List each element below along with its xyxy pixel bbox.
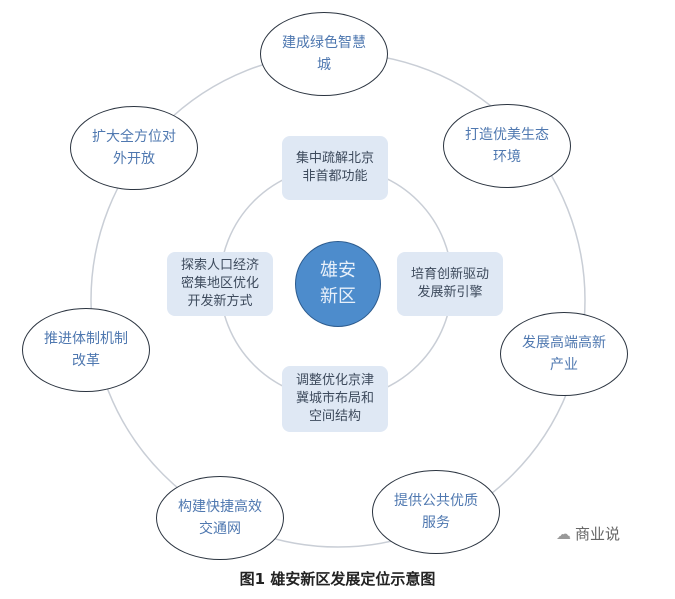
inner-box-bottom: 调整优化京津冀城市布局和空间结构: [282, 366, 388, 432]
inner-box-right: 培育创新驱动发展新引擎: [397, 252, 503, 316]
watermark-text: 商业说: [575, 525, 621, 543]
oval-upper-right: 打造优美生态环境: [443, 104, 571, 188]
oval-top: 建成绿色智慧城: [260, 12, 388, 96]
oval-upper-left: 扩大全方位对外开放: [70, 106, 198, 190]
oval-right: 发展高端高新产业: [500, 312, 628, 396]
inner-box-left: 探索人口经济密集地区优化开发新方式: [167, 252, 273, 316]
wechat-icon: ☁: [556, 524, 571, 543]
figure-caption: 图1 雄安新区发展定位示意图: [239, 570, 436, 588]
watermark: ☁ 商业说: [556, 523, 620, 544]
oval-lower-right: 提供公共优质服务: [372, 470, 500, 554]
oval-left: 推进体制机制改革: [22, 308, 150, 392]
inner-box-top: 集中疏解北京非首都功能: [282, 136, 388, 200]
oval-lower-left: 构建快捷高效交通网: [156, 476, 284, 560]
center-circle: 雄安新区: [295, 241, 381, 327]
